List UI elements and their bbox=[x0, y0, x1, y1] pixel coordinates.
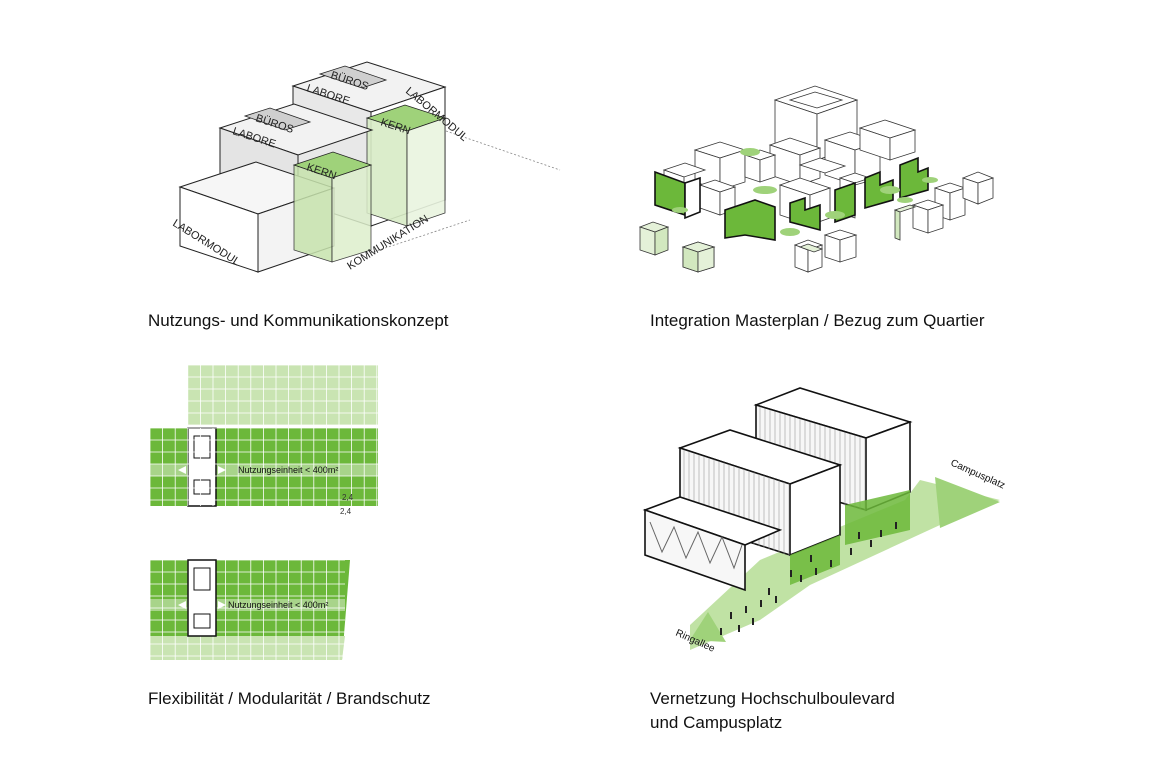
caption-concept: Nutzungs- und Kommunikationskonzept bbox=[148, 311, 449, 330]
people-figures bbox=[720, 522, 897, 635]
person-figure bbox=[775, 596, 777, 603]
pale-green-buildings bbox=[638, 204, 917, 273]
arrow-icon bbox=[218, 466, 226, 474]
person-figure bbox=[768, 588, 770, 595]
white-buildings bbox=[662, 119, 995, 273]
arrow-head-icon bbox=[690, 612, 726, 642]
person-figure bbox=[870, 540, 872, 547]
person-figure bbox=[730, 612, 732, 619]
arrow-icon bbox=[178, 466, 186, 474]
dim-label-x: 2,4 bbox=[342, 493, 354, 502]
person-figure bbox=[745, 606, 747, 613]
grid-upper-lines bbox=[149, 364, 378, 426]
grid-upper-green-lines bbox=[149, 427, 378, 506]
person-figure bbox=[790, 570, 792, 577]
person-figure bbox=[800, 575, 802, 582]
person-figure bbox=[830, 560, 832, 567]
caption-network: Vernetzung Hochschulboulevard und Campus… bbox=[650, 687, 895, 735]
caption-network-line1: Vernetzung Hochschulboulevard bbox=[650, 689, 895, 708]
person-figure bbox=[738, 625, 740, 632]
flexibility-diagram: Nutzungseinheit < 400m² 2,4 2,4 Nutzungs… bbox=[149, 364, 378, 660]
person-figure bbox=[850, 548, 852, 555]
masterplan-diagram bbox=[638, 85, 995, 273]
person-figure bbox=[752, 618, 754, 625]
caption-masterplan: Integration Masterplan / Bezug zum Quart… bbox=[650, 311, 985, 330]
caption-network-line2: und Campusplatz bbox=[650, 713, 783, 732]
unit-label-lower: Nutzungseinheit < 400m² bbox=[228, 600, 328, 610]
boulevard-arrow bbox=[690, 480, 1000, 650]
person-figure bbox=[895, 522, 897, 529]
ground-patches bbox=[672, 148, 938, 236]
unit-label-upper: Nutzungseinheit < 400m² bbox=[238, 465, 338, 475]
grid-lower-lines bbox=[149, 559, 345, 660]
arrow-icon bbox=[178, 601, 186, 609]
network-diagram: Campusplatz Ringallee bbox=[642, 387, 1007, 655]
guide-line bbox=[369, 219, 471, 254]
arrow-head-icon bbox=[935, 477, 1000, 528]
person-figure bbox=[858, 532, 860, 539]
person-figure bbox=[810, 555, 812, 562]
concept-diagram: BÜROS LABORE KERN BÜROS LABORE KERN LABO… bbox=[170, 61, 561, 273]
arrow-icon bbox=[218, 601, 226, 609]
caption-flexibility: Flexibilität / Modularität / Brandschutz bbox=[148, 689, 431, 708]
person-figure bbox=[760, 600, 762, 607]
person-figure bbox=[880, 530, 882, 537]
building-block-front bbox=[178, 151, 373, 273]
dim-label-y: 2,4 bbox=[340, 507, 352, 516]
guide-line bbox=[445, 130, 561, 171]
person-figure bbox=[815, 568, 817, 575]
person-figure bbox=[720, 628, 722, 635]
